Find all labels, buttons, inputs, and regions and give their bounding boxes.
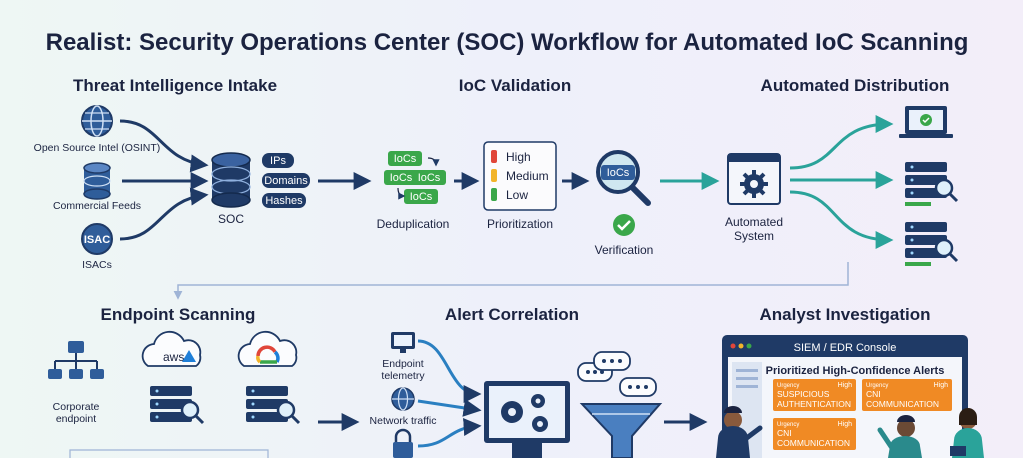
source-osint-label: Open Source Intel (OSINT) (34, 142, 161, 154)
automated-system-icon (727, 153, 781, 205)
chat-bubbles-icon (577, 351, 657, 397)
arrow-telemetry (417, 339, 482, 403)
correlation-engine-icon (484, 381, 570, 458)
dedup-label: Deduplication (377, 217, 450, 231)
isac-badge-text: ISAC (84, 234, 110, 246)
magnifier-icon: IoCs (596, 150, 651, 206)
verification-label: Verification (595, 243, 654, 257)
monitor-icon (391, 332, 415, 353)
pill-ips: IPs (262, 153, 294, 168)
arrow-to-laptop (789, 115, 894, 170)
endpoint-bracket (69, 449, 269, 458)
arrow-network (417, 398, 482, 417)
heading-intake: Threat Intelligence Intake (73, 76, 277, 95)
pill-domains: Domains (262, 173, 310, 188)
svg-text:CNI: CNI (777, 428, 792, 438)
laptop-icon (899, 106, 953, 138)
analyst-person-icon (877, 415, 922, 458)
analyst-person-icon (716, 406, 763, 458)
check-icon (613, 214, 635, 236)
alert-card-3[interactable]: Urgency High CNI COMMUNICATION (773, 418, 856, 450)
priority-list: High Medium Low (483, 141, 557, 211)
heading-distribution: Automated Distribution (761, 76, 950, 95)
lock-icon (393, 428, 413, 458)
google-cloud-icon (237, 331, 298, 367)
source-isacs-label: ISACs (82, 259, 112, 271)
priority-low: Low (506, 188, 528, 202)
arrow-isacs-to-soc (119, 187, 209, 241)
aws-label: aws (163, 350, 184, 364)
svg-text:IoCs: IoCs (390, 172, 413, 184)
console-title: SIEM / EDR Console (794, 342, 897, 354)
svg-text:IoCs: IoCs (394, 153, 417, 165)
heading-correlation: Alert Correlation (445, 305, 579, 324)
connector-row-down (173, 262, 849, 300)
heading-validation: IoC Validation (459, 76, 571, 95)
arrow-lock (417, 417, 482, 448)
telemetry-label-1: Endpoint (382, 358, 424, 370)
automated-label-2: System (734, 229, 774, 243)
corporate-label-1: Corporate (53, 401, 100, 413)
pill-hashes: Hashes (262, 193, 306, 208)
server-icon (150, 386, 205, 425)
heading-analyst: Analyst Investigation (760, 305, 931, 324)
prioritization-label: Prioritization (487, 217, 553, 231)
aws-cloud-icon: aws (141, 331, 202, 367)
svg-text:COMMUNICATION: COMMUNICATION (777, 438, 850, 448)
arrow-to-server-2 (789, 190, 894, 249)
funnel-icon (579, 403, 663, 458)
priority-medium: Medium (506, 169, 549, 183)
alerts-title: Prioritized High-Confidence Alerts (766, 365, 945, 377)
network-traffic-label: Network traffic (370, 415, 437, 427)
page-title: Realist: Security Operations Center (SOC… (46, 29, 969, 56)
svg-text:Domains: Domains (264, 175, 308, 187)
svg-text:IoCs: IoCs (418, 172, 441, 184)
server-icon (905, 162, 959, 206)
analyst-person-icon (950, 408, 984, 458)
dedup-ioc-tags: IoCs IoCs IoCs IoCs (384, 151, 446, 204)
database-icon (83, 162, 111, 200)
heading-endpoint: Endpoint Scanning (101, 305, 256, 324)
arrow-osint-to-soc (119, 119, 209, 173)
svg-text:Urgency: Urgency (777, 422, 799, 428)
svg-text:High: High (934, 382, 949, 389)
svg-text:Hashes: Hashes (265, 195, 303, 207)
alert-card-1[interactable]: Urgency High SUSPICIOUS AUTHENTICATION (773, 379, 856, 411)
svg-text:High: High (838, 382, 853, 389)
server-icon (905, 222, 959, 266)
network-globe-icon (391, 387, 415, 411)
svg-text:CNI: CNI (866, 389, 881, 399)
soc-database-icon (211, 152, 251, 208)
svg-text:Urgency: Urgency (777, 383, 799, 389)
svg-text:SUSPICIOUS: SUSPICIOUS (777, 389, 830, 399)
svg-text:AUTHENTICATION: AUTHENTICATION (777, 399, 851, 409)
svg-text:Urgency: Urgency (866, 383, 888, 389)
isac-badge-icon: ISAC (81, 223, 113, 255)
svg-text:High: High (838, 421, 853, 428)
telemetry-label-2: telemetry (381, 370, 425, 382)
svg-text:IPs: IPs (270, 155, 286, 167)
priority-high: High (506, 150, 531, 164)
server-icon (246, 386, 301, 425)
svg-text:IoCs: IoCs (607, 167, 630, 179)
globe-icon (81, 105, 113, 137)
automated-label-1: Automated (725, 215, 783, 229)
alert-card-2[interactable]: Urgency High CNI COMMUNICATION (862, 379, 952, 411)
svg-text:COMMUNICATION: COMMUNICATION (866, 399, 939, 409)
corporate-label-2: endpoint (56, 413, 96, 425)
network-icon (48, 341, 104, 379)
source-commercial-label: Commercial Feeds (53, 200, 141, 212)
svg-text:IoCs: IoCs (410, 191, 433, 203)
soc-label: SOC (218, 212, 244, 226)
